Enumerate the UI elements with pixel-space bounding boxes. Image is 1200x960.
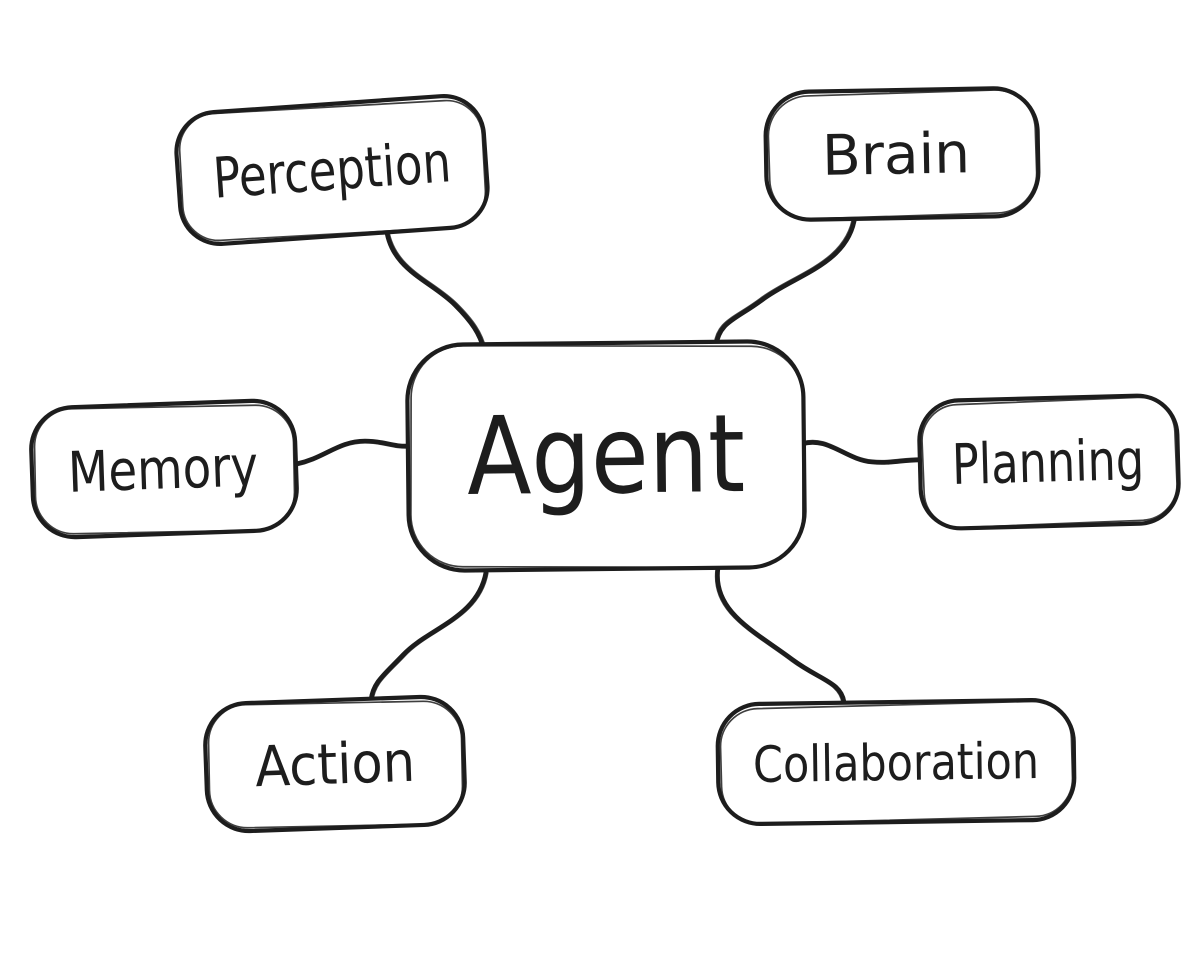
node-planning-label: Planning	[951, 428, 1145, 498]
node-agent: Agent	[405, 339, 807, 573]
node-action-label: Action	[254, 730, 416, 801]
connector-agent-planning	[799, 439, 927, 465]
node-agent-label: Agent	[466, 392, 745, 520]
node-collaboration-label: Collaboration	[753, 732, 1040, 794]
node-memory-label: Memory	[67, 434, 259, 506]
connector-agent-memory	[293, 438, 413, 467]
node-brain: Brain	[763, 86, 1041, 222]
node-memory: Memory	[29, 398, 299, 540]
node-perception: Perception	[174, 94, 490, 246]
connector-agent-action	[368, 569, 489, 703]
connector-agent-perception	[383, 223, 487, 353]
connector-agent-collaboration	[714, 565, 847, 705]
connector-agent-brain	[713, 213, 858, 349]
node-planning: Planning	[917, 393, 1181, 531]
node-brain-label: Brain	[821, 121, 970, 189]
node-collaboration: Collaboration	[715, 698, 1077, 826]
node-action: Action	[203, 694, 467, 834]
